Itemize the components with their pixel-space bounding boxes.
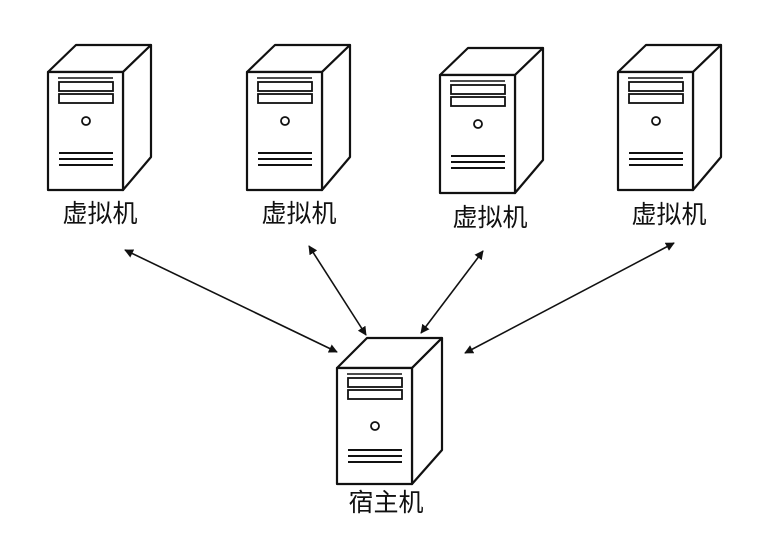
connection-arrow-vm1-host — [124, 249, 338, 353]
server-tower-icon — [46, 43, 153, 192]
server-tower-icon — [245, 43, 352, 192]
vm-label: 虚拟机 — [631, 200, 707, 229]
vm-label: 虚拟机 — [62, 199, 138, 228]
connection-arrow-vm2-host — [308, 245, 367, 336]
host-label: 宿主机 — [348, 488, 424, 517]
server-tower-icon — [438, 46, 545, 195]
server-tower-icon — [616, 43, 723, 192]
connection-arrow-vm4-host — [464, 242, 675, 354]
vm-label: 虚拟机 — [261, 199, 337, 228]
connection-arrow-vm3-host — [420, 250, 484, 334]
server-tower-icon — [335, 336, 444, 486]
vm-label: 虚拟机 — [452, 203, 528, 232]
